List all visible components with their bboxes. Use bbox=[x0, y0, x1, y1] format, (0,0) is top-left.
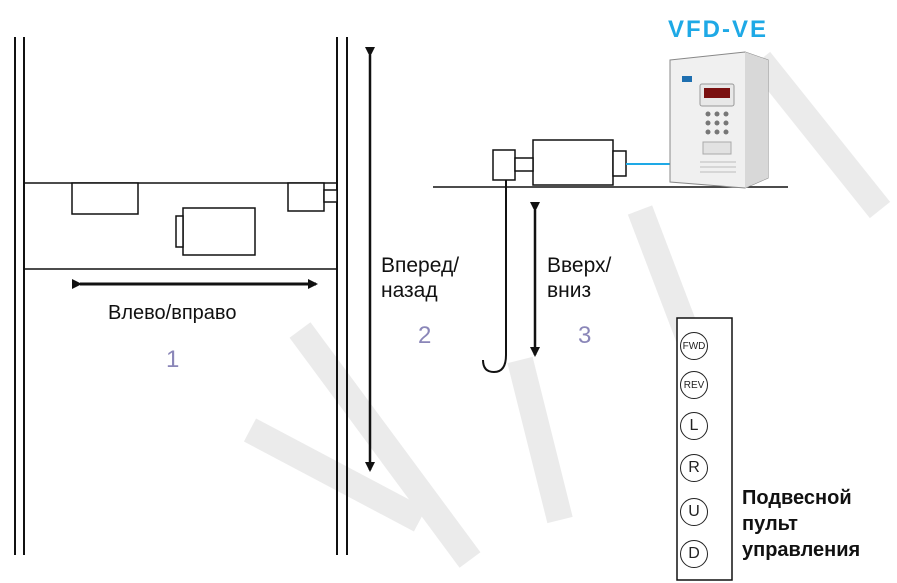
pendant-button-u[interactable]: U bbox=[680, 498, 708, 526]
bridge-box-left bbox=[72, 183, 138, 214]
left-rail bbox=[15, 37, 24, 555]
forward-back-label-line1: Вперед/ bbox=[381, 253, 459, 278]
left-right-label: Влево/вправо bbox=[108, 301, 236, 326]
hoist-drum bbox=[493, 150, 515, 180]
hoist-motor-cap bbox=[613, 151, 626, 176]
pendant-button-fwd[interactable]: FWD bbox=[680, 332, 708, 360]
pendant-label-line3: управления bbox=[742, 537, 860, 563]
pendant-button-r[interactable]: R bbox=[680, 454, 708, 482]
vfd-device bbox=[670, 52, 768, 188]
forward-back-label: Вперед/ назад bbox=[381, 253, 459, 303]
vfd-title: VFD-VE bbox=[668, 16, 768, 44]
pendant-label-line2: пульт bbox=[742, 511, 860, 537]
forward-back-label-line2: назад bbox=[381, 278, 459, 303]
number-3: 3 bbox=[578, 322, 591, 350]
pendant-button-l[interactable]: L bbox=[680, 412, 708, 440]
number-2: 2 bbox=[418, 322, 431, 350]
up-down-label-line1: Вверх/ bbox=[547, 253, 611, 278]
up-down-label: Вверх/ вниз bbox=[547, 253, 611, 303]
hook-cable bbox=[483, 180, 506, 372]
hoist-shaft bbox=[515, 158, 533, 171]
hoist-motor bbox=[533, 140, 613, 185]
up-down-label-line2: вниз bbox=[547, 278, 611, 303]
trolley-motor bbox=[183, 208, 255, 255]
pendant-label-line1: Подвесной bbox=[742, 485, 860, 511]
pendant-button-rev[interactable]: REV bbox=[680, 371, 708, 399]
pendant-button-d[interactable]: D bbox=[680, 540, 708, 568]
number-1: 1 bbox=[166, 346, 179, 374]
pendant-label: Подвесной пульт управления bbox=[742, 485, 860, 563]
trolley-motor-flange bbox=[176, 216, 183, 247]
bridge-box-right bbox=[288, 183, 324, 211]
bridge-coupler bbox=[324, 190, 337, 202]
